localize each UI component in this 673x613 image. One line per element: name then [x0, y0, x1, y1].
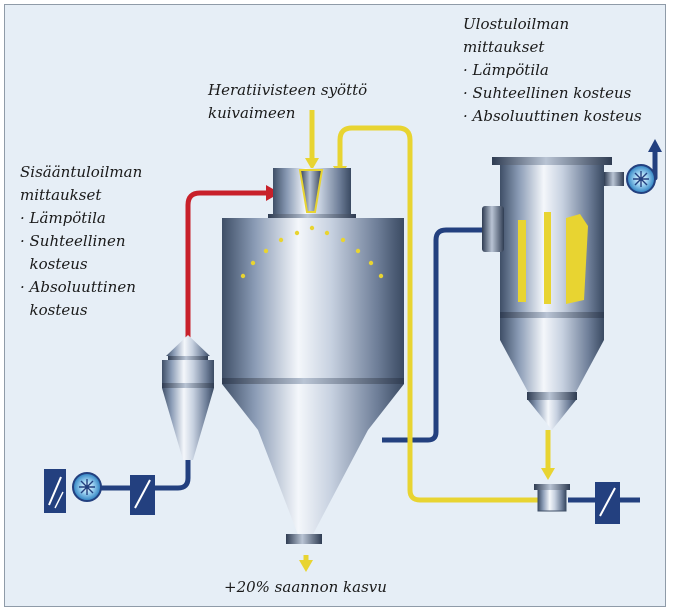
inlet-fan-icon — [72, 472, 102, 502]
dryer-cone — [222, 384, 404, 540]
cyclone — [482, 157, 624, 430]
cyclone-cone — [500, 318, 604, 392]
rotary-valve — [534, 484, 570, 512]
inlet-item-temperature: · Lämpötila — [20, 209, 106, 227]
inlet-filter-icon — [44, 469, 66, 513]
outlet-measurements-label: Ulostuloilman mittaukset · Lämpötila · S… — [463, 13, 642, 128]
cyclone-outlet-arrow-icon — [541, 468, 555, 480]
product-lines — [303, 110, 551, 562]
feed-arrow-icon — [305, 158, 319, 170]
inlet-item-relative-humidity-cont: kosteus — [20, 255, 88, 273]
atomizer-nozzle-icon — [298, 169, 324, 213]
feed-label: Heratiivisteen syöttö kuivaimeen — [208, 79, 367, 125]
hot-air-line — [185, 190, 270, 340]
product-arrow-icon — [299, 560, 313, 572]
inlet-damper-icon — [130, 475, 155, 515]
outlet-item-temperature: · Lämpötila — [463, 61, 549, 79]
yield-increase-label: +20% saannon kasvu — [224, 578, 387, 596]
inlet-item-relative-humidity: · Suhteellinen — [20, 232, 126, 250]
filter-elements — [518, 212, 588, 304]
dryer-to-cyclone-duct — [382, 227, 482, 443]
spray-pattern — [240, 225, 384, 279]
fines-return-line — [337, 125, 551, 503]
inlet-item-absolute-humidity: · Absoluuttinen — [20, 278, 136, 296]
outlet-damper-icon — [595, 482, 620, 524]
inlet-item-absolute-humidity-cont: kosteus — [20, 301, 88, 319]
spray-dryer — [222, 168, 404, 544]
outlet-item-relative-humidity: · Suhteellinen kosteus — [463, 84, 632, 102]
inlet-title-line1: Sisääntuloilman — [20, 163, 143, 181]
feed-label-line1: Heratiivisteen syöttö — [208, 81, 368, 99]
inlet-title-line2: mittaukset — [20, 186, 102, 204]
exhaust-arrow-icon — [648, 139, 662, 152]
inlet-measurements-label: Sisääntuloilman mittaukset · Lämpötila ·… — [20, 161, 142, 322]
outlet-item-absolute-humidity: · Absoluuttinen kosteus — [463, 107, 642, 125]
dryer-chamber — [222, 218, 404, 383]
inlet-air-heater — [162, 335, 214, 460]
inlet-air-duct — [100, 440, 191, 491]
feed-label-line2: kuivaimeen — [208, 104, 296, 122]
outlet-title-line1: Ulostuloilman — [463, 15, 570, 33]
outlet-title-line2: mittaukset — [463, 38, 545, 56]
exhaust-fan-icon — [626, 164, 656, 194]
cyclone-body — [500, 165, 604, 315]
